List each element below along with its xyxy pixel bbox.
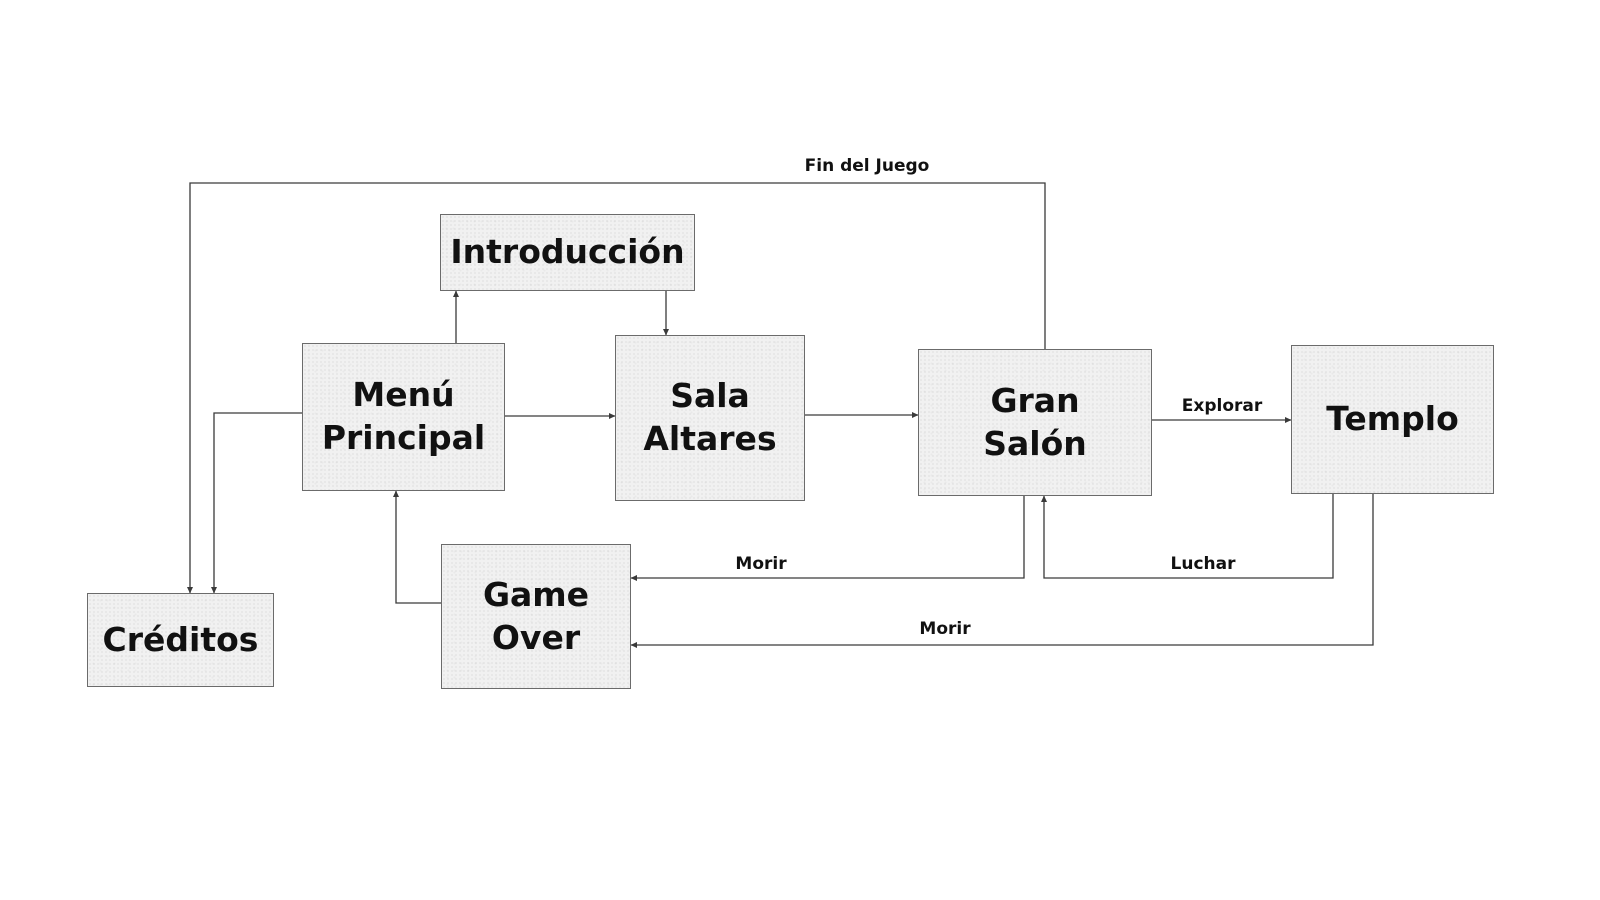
node-templo-line-1: Templo xyxy=(1326,399,1459,439)
node-menu-principal: Menú Principal xyxy=(302,343,505,491)
node-introduccion-line-1: Introducción xyxy=(450,232,685,272)
node-game-over: Game Over xyxy=(441,544,631,689)
node-creditos-line-1: Créditos xyxy=(102,619,259,659)
node-game-over-line-1: Game xyxy=(482,574,590,614)
node-game-over-line-2: Over xyxy=(491,617,581,657)
edge-label-morir-templo: Morir xyxy=(919,619,971,639)
node-creditos: Créditos xyxy=(87,593,274,687)
node-menu-principal-line-2: Principal xyxy=(321,418,486,457)
edge-gran-salon-to-game-over xyxy=(630,496,1025,581)
edge-label-fin-del-juego: Fin del Juego xyxy=(804,156,930,176)
edge-label-morir-gran-salon: Morir xyxy=(735,554,787,574)
node-sala-altares: Sala Altares xyxy=(615,335,805,501)
edge-gran-salon-to-creditos xyxy=(187,182,1046,594)
edge-label-explorar: Explorar xyxy=(1181,396,1263,416)
node-menu-principal-line-1: Menú xyxy=(352,375,455,415)
node-gran-salon: Gran Salón xyxy=(918,349,1152,496)
edge-game-over-to-menu-principal xyxy=(393,490,441,604)
node-gran-salon-line-1: Gran xyxy=(990,380,1080,420)
node-introduccion: Introducción xyxy=(440,214,695,291)
node-templo: Templo xyxy=(1291,345,1494,494)
edge-templo-to-game-over xyxy=(630,494,1374,648)
node-gran-salon-line-2: Salón xyxy=(983,423,1087,463)
edge-templo-to-gran-salon xyxy=(1041,494,1334,579)
edge-menu-principal-to-creditos xyxy=(211,412,302,594)
node-sala-altares-line-2: Altares xyxy=(643,419,777,458)
edge-label-luchar: Luchar xyxy=(1170,554,1236,574)
node-sala-altares-line-1: Sala xyxy=(670,376,750,416)
